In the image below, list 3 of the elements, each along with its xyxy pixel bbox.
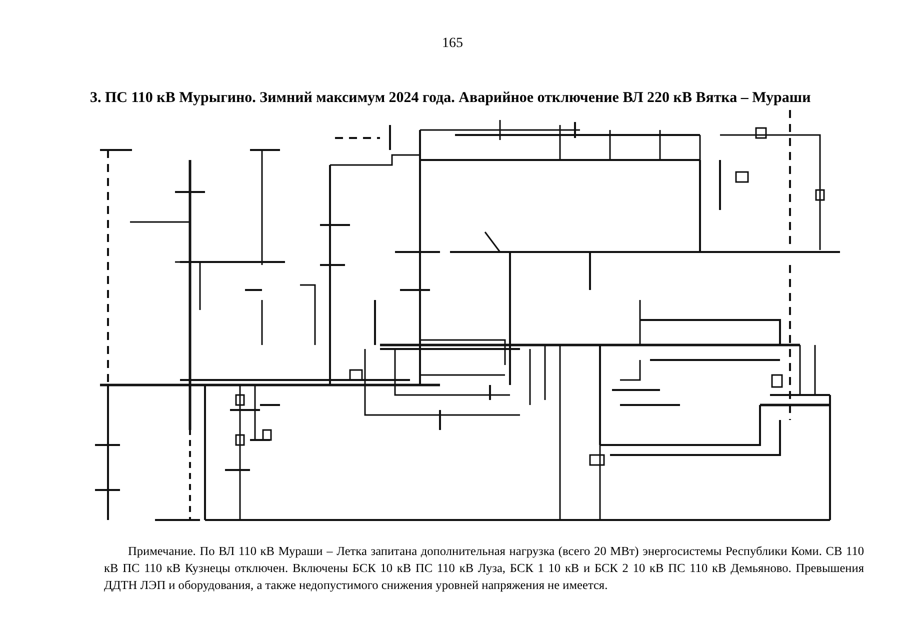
- title: 3. ПС 110 кВ Мурыгино. Зимний максимум 2024 года. Аварийное отключение ВЛ 220 кВ Вятка – Мураши: [90, 90, 812, 107]
- note-paragraph: Примечание. По ВЛ 110 кВ Мураши – Летка запитана дополнительная нагрузка (всего 20 МВт) энергосистемы Республики Коми. СВ 110 кВ ПС 110 кВ Кузнецы отключен. Включены БСК 10 кВ ПС 110 кВ Луза, БСК 1 10 кВ и БСК 2 10 кВ ПС 110 кВ Демьяново. Превышения ДДТН ЛЭП и оборудования, а также недопустимого снижения уровней напряжения не имеется.: [104, 543, 864, 594]
- page-number: 165: [441, 36, 464, 52]
